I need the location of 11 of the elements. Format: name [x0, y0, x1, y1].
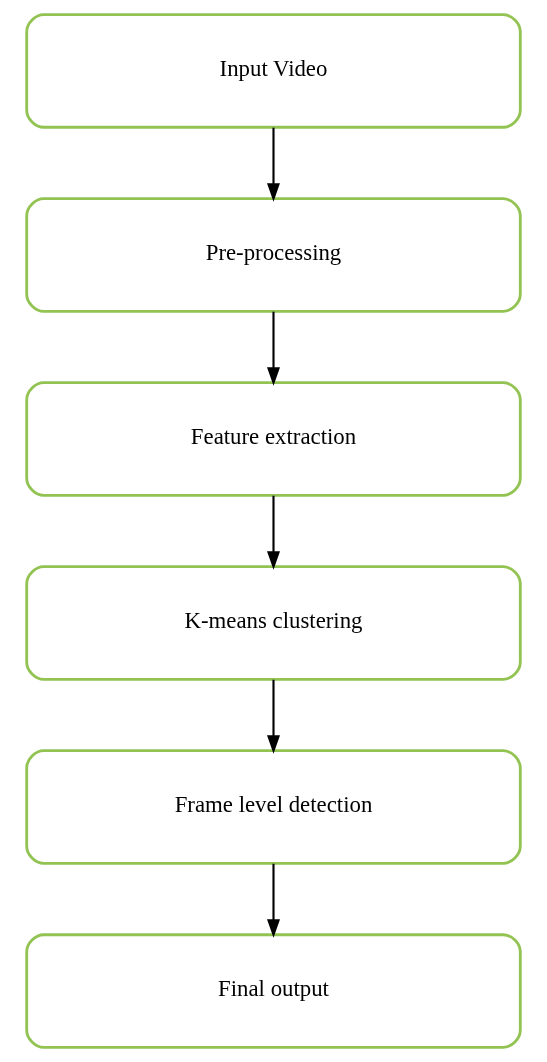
- arrow: [267, 495, 280, 570]
- arrow: [267, 127, 280, 202]
- node-box: Pre-processing: [25, 197, 522, 313]
- node-box: K-means clustering: [25, 565, 522, 681]
- arrow: [267, 863, 280, 938]
- node-box: Input Video: [25, 13, 522, 129]
- node-box: Final output: [25, 933, 522, 1049]
- node-box: Frame level detection: [25, 749, 522, 865]
- node-box: Feature extraction: [25, 381, 522, 497]
- arrow: [267, 679, 280, 754]
- arrow: [267, 311, 280, 386]
